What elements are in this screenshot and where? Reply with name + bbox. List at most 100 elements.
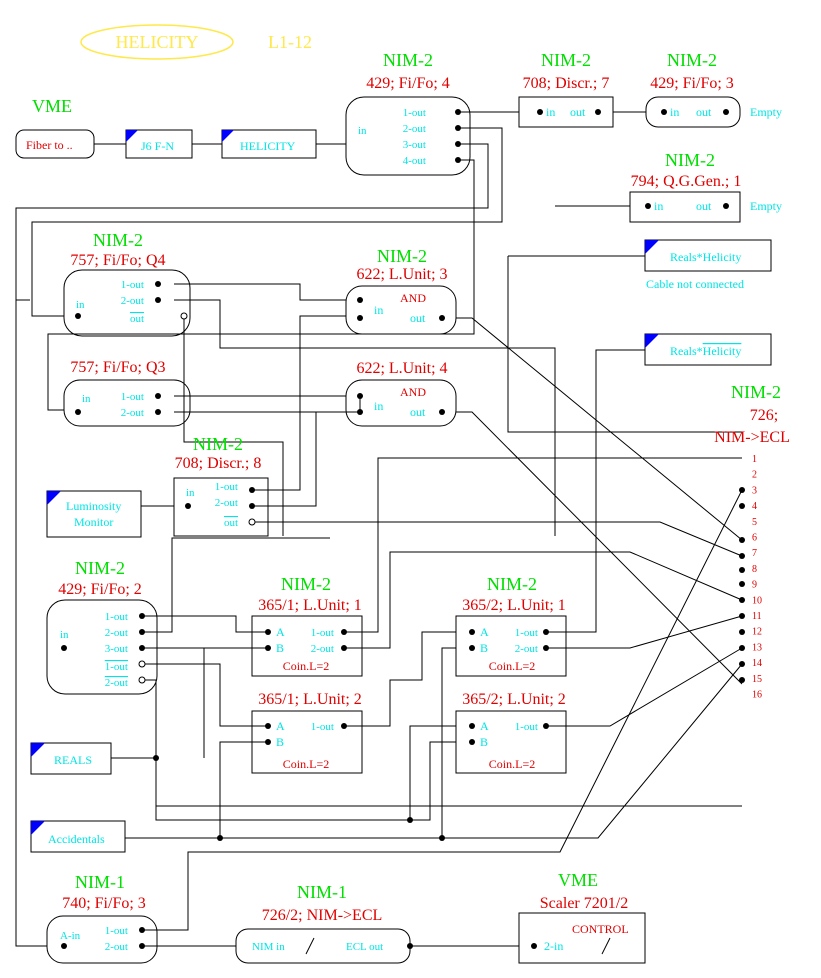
accidentals-wire: [125, 663, 743, 839]
m365-2-1-a: A: [480, 625, 489, 639]
corner-markers: [31, 130, 659, 835]
lu12-1out-wire: [344, 631, 456, 727]
lu11-1out-wire: [344, 457, 742, 633]
m622-4-desc: 622; L.Unit; 4: [356, 360, 447, 377]
m365-2-1-desc: 365/2; L.Unit; 1: [462, 597, 566, 614]
m365-1-2-out: 1-out: [311, 721, 334, 733]
reals-wire: [111, 757, 742, 807]
d8-nout-wire: [252, 521, 743, 557]
m429-2-desc: 429; Fi/Fo; 2: [58, 581, 142, 598]
m365-2-2-out: 1-out: [515, 721, 538, 733]
ecl-channel-1: 1: [752, 454, 757, 465]
m708-8-out1: 1-out: [215, 481, 238, 493]
m794-out: out: [696, 199, 712, 213]
m622-3-out: out: [410, 311, 426, 325]
m794-desc: 794; Q.G.Gen.; 1: [631, 173, 742, 190]
m708-8-in: in: [186, 487, 195, 499]
m794-in: in: [654, 199, 663, 213]
m708-8-box: [173, 477, 269, 537]
ecl-channel-11: 11: [752, 611, 762, 622]
m365-1-2-coin: Coin.L=2: [283, 757, 329, 771]
ecl-channel-5: 5: [752, 517, 757, 528]
m429-4-in: in: [358, 125, 367, 137]
m429-4-out1: 1-out: [403, 107, 426, 119]
q4-2out-wire: [174, 299, 556, 536]
m365-1-2-desc: 365/1; L.Unit; 2: [258, 691, 362, 708]
m365-2-1-out1: 1-out: [515, 627, 538, 639]
q3-feed-wire: [47, 159, 475, 411]
f2-2nout-wire: [142, 679, 456, 821]
ecl-channel-10: 10: [752, 595, 762, 606]
m429-2-nout1: 1-out: [105, 661, 128, 673]
m757-q3-out1: 1-out: [121, 391, 144, 403]
m726-2-crate: NIM-1: [297, 882, 347, 902]
m429-4-desc: 429; Fi/Fo; 4: [366, 75, 450, 92]
m365-2-2-coin: Coin.L=2: [489, 757, 535, 771]
m429-3-out: out: [696, 105, 712, 119]
m757-q4-out1: 1-out: [121, 279, 144, 291]
accidentals-label: Accidentals: [48, 832, 105, 846]
lu11-2out-wire: [344, 551, 743, 649]
m740-crate: NIM-1: [75, 872, 125, 892]
m429-3-in: in: [670, 105, 679, 119]
m757-q4-nout: out: [130, 313, 144, 325]
q4-nout-wire: [183, 316, 284, 536]
m365-1-1-out2: 2-out: [311, 643, 334, 655]
m794-box: [629, 191, 741, 223]
m740-in: A-in: [60, 930, 81, 942]
scaler-desc: Scaler 7201/2: [540, 895, 628, 912]
m622-3-logic: AND: [400, 291, 426, 305]
ecl-channel-8: 8: [752, 564, 757, 575]
inverted-output-dots: [138, 312, 256, 684]
ecl-channel-2: 2: [752, 470, 757, 481]
m708-7-out: out: [570, 105, 586, 119]
m365-1-2-b: B: [276, 735, 284, 749]
m622-3-crate: NIM-2: [377, 246, 427, 266]
ecl-channel-6: 6: [752, 533, 757, 544]
m726-desc1: 726;: [750, 407, 778, 424]
m794-note: Empty: [750, 199, 782, 213]
left-bus-wire: [15, 143, 489, 947]
m365-2-2-a: A: [480, 719, 489, 733]
helicity-title: HELICITY: [116, 32, 199, 52]
bus-slashes: [305, 937, 611, 955]
m622-3-desc: 622; L.Unit; 3: [356, 266, 447, 283]
accidentals-box: [30, 820, 126, 853]
ecl-channel-14: 14: [752, 658, 762, 669]
m365-2-1-box: [455, 615, 567, 677]
m365-2-1-crate: NIM-2: [487, 574, 537, 594]
m429-4-out2: 2-out: [403, 123, 426, 135]
m794-crate: NIM-2: [665, 150, 715, 170]
m429-3-crate: NIM-2: [667, 50, 717, 70]
and3-out-wire: [456, 317, 743, 541]
m429-4-box: [345, 96, 471, 176]
scaler-crate: VME: [558, 870, 598, 890]
m429-4-crate: NIM-2: [383, 50, 433, 70]
ecl-channel-9: 9: [752, 580, 757, 591]
m365-1-1-crate: NIM-2: [281, 574, 331, 594]
f740-1out-wire: [142, 489, 743, 931]
m365-1-1-coin: Coin.L=2: [283, 659, 329, 673]
m429-2-in: in: [60, 629, 69, 641]
d8-1out-wire: [252, 315, 346, 491]
m757-q3-box: [63, 379, 191, 427]
m622-4-in: in: [374, 399, 383, 413]
m365-1-1-b: B: [276, 641, 284, 655]
f2-1out-wire: [142, 615, 270, 633]
m429-2-out1: 1-out: [105, 611, 128, 623]
m740-out2: 2-out: [105, 941, 128, 953]
d8-2out-wire: [252, 411, 346, 507]
m740-desc: 740; Fi/Fo; 3: [62, 895, 146, 912]
m622-4-out: out: [410, 405, 426, 419]
reals-hel-wire: [507, 256, 742, 433]
m365-1-1-out1: 1-out: [311, 627, 334, 639]
scaler-in: 2-in: [544, 939, 563, 953]
m365-2-1-coin: Coin.L=2: [489, 659, 535, 673]
ecl-channel-12: 12: [752, 627, 762, 638]
m757-q3-out2: 2-out: [121, 407, 144, 419]
helicity-label: HELICITY: [240, 139, 296, 153]
m429-2-out2: 2-out: [105, 627, 128, 639]
luminosity-box: [46, 490, 142, 538]
